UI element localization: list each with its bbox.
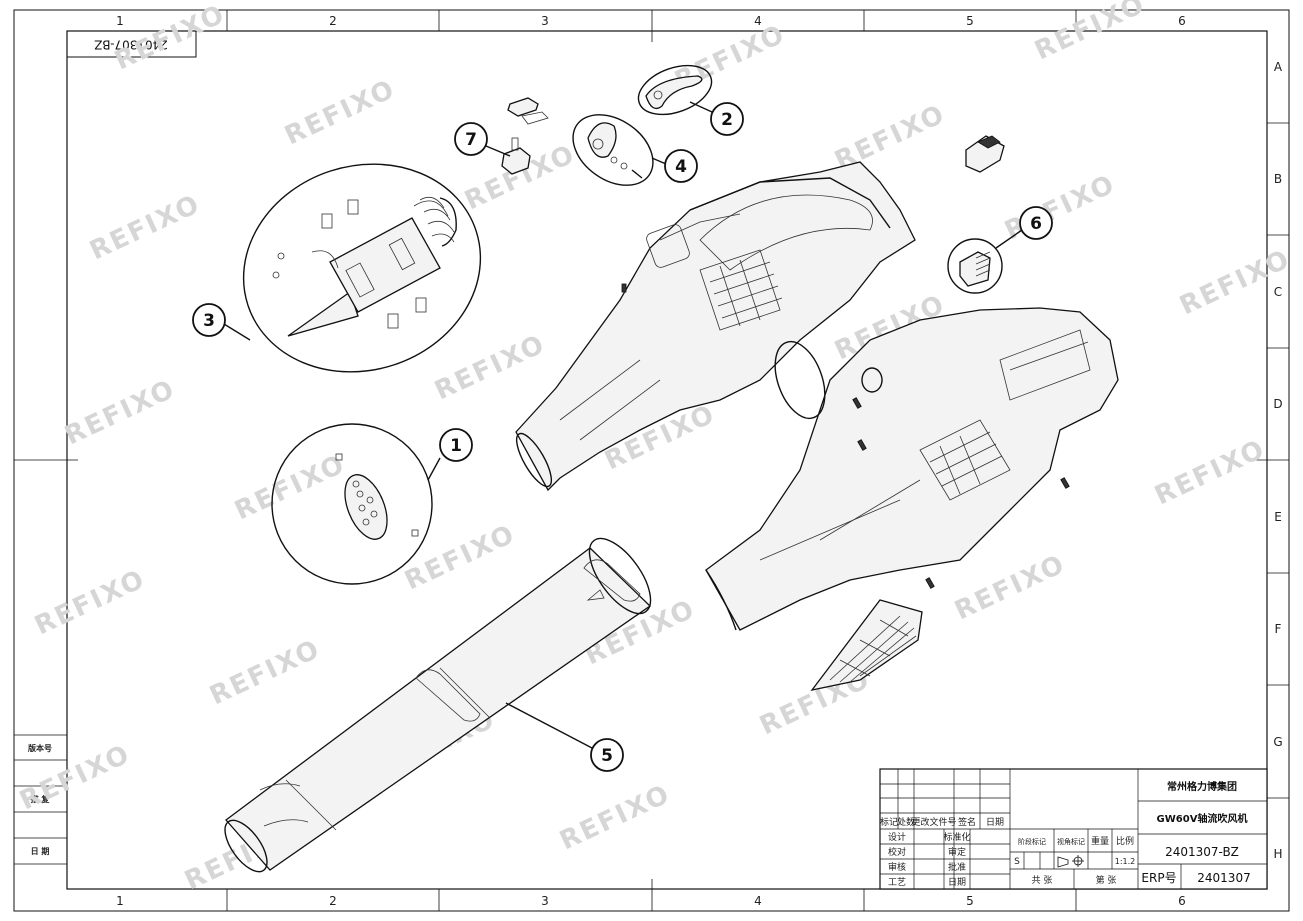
- drawing-number: 2401307-BZ: [1165, 845, 1239, 859]
- rev-header-count: 处数: [897, 816, 915, 828]
- housing-right-half: [705, 307, 1119, 631]
- callout-4: 4: [651, 149, 698, 183]
- erp-value: 2401307: [1197, 871, 1250, 885]
- role-review: 审核: [888, 861, 906, 873]
- col-label-6: 6: [1178, 14, 1186, 28]
- view-label: 视角标记: [1057, 837, 1085, 846]
- row-labels: A B C D E F G H: [1273, 60, 1283, 861]
- callout-3: 3: [192, 303, 251, 341]
- watermark: REFIXO: [950, 549, 1070, 626]
- callout-5-label: 5: [601, 746, 613, 766]
- callout-7-label: 7: [465, 130, 477, 150]
- callout-6-label: 6: [1030, 214, 1042, 234]
- scale-value: 1:1.2: [1115, 857, 1136, 866]
- part-1-rear-grille: [271, 423, 433, 585]
- stage-value: S: [1014, 857, 1020, 867]
- role-design: 设计: [888, 831, 906, 843]
- col-label-5: 5: [966, 14, 974, 28]
- corner-code-box: 2401307-BZ: [66, 30, 197, 58]
- row-label-a: A: [1274, 60, 1283, 74]
- callout-6: 6: [995, 206, 1053, 249]
- row-label-e: E: [1274, 510, 1282, 524]
- watermark: REFIXO: [280, 74, 400, 151]
- corner-code-text: 2401307-BZ: [94, 38, 168, 52]
- outer-frame: [13, 9, 1290, 912]
- company-name: 常州格力博集团: [1167, 780, 1237, 793]
- row-label-f: F: [1275, 622, 1282, 636]
- projection-symbol-icon: [1057, 855, 1084, 868]
- row-label-c: C: [1274, 285, 1282, 299]
- side-label-date: 日 期: [31, 846, 50, 856]
- part-3-fan-assembly: [242, 163, 482, 373]
- bottom-intake-grille: [810, 599, 923, 691]
- role-approve: 批准: [948, 861, 966, 873]
- callout-1: 1: [427, 428, 473, 481]
- top-column-grid: [14, 10, 1289, 911]
- row-label-h: H: [1273, 847, 1282, 861]
- col-label-2: 2: [329, 14, 337, 28]
- side-label-trace: 描 复: [31, 794, 51, 804]
- col-label-1: 1: [116, 14, 124, 28]
- callout-1-label: 1: [450, 436, 462, 456]
- callout-7: 7: [454, 122, 511, 157]
- watermark: REFIXO: [555, 779, 675, 856]
- housing-left-half: [515, 161, 916, 492]
- watermark: REFIXO: [1175, 244, 1295, 321]
- screws: [621, 283, 1070, 589]
- watermark: REFIXO: [85, 189, 205, 266]
- watermark: REFIXO: [205, 634, 325, 711]
- callout-2: 2: [689, 101, 744, 136]
- role-standard: 标准化: [943, 831, 970, 843]
- watermark: REFIXO: [1000, 169, 1120, 246]
- part-7-switch-module: [501, 97, 549, 175]
- col-label-3: 3: [541, 14, 549, 28]
- left-side-table: 版本号 描 复 日 期: [14, 734, 67, 865]
- callout-3-label: 3: [203, 311, 215, 331]
- role-check: 校对: [888, 846, 906, 858]
- sheet-number: 第 张: [1096, 874, 1117, 886]
- role-date: 日期: [948, 877, 966, 888]
- row-label-g: G: [1273, 735, 1282, 749]
- total-sheets: 共 张: [1032, 875, 1053, 886]
- col-label-bottom-1: 1: [116, 894, 124, 908]
- column-labels-top: 1 2 3 4 5 6: [116, 14, 1186, 28]
- col-label-bottom-5: 5: [966, 894, 974, 908]
- rev-header-sign: 签名: [958, 816, 976, 828]
- battery-release-button: [965, 135, 1005, 173]
- callout-5: 5: [505, 702, 624, 772]
- callout-2-label: 2: [721, 110, 733, 130]
- part-4-switch: [572, 114, 654, 186]
- weight-label: 重量: [1091, 835, 1109, 847]
- rev-header-doc: 更改文件号: [911, 816, 956, 828]
- role-process: 工艺: [888, 877, 906, 888]
- part-5-blower-tube: [224, 537, 652, 873]
- side-label-version: 版本号: [27, 743, 52, 753]
- col-label-4: 4: [754, 14, 762, 28]
- col-label-bottom-3: 3: [541, 894, 549, 908]
- watermarks: REFIXO REFIXO REFIXO REFIXO REFIXO REFIX…: [15, 0, 1295, 896]
- callout-4-label: 4: [675, 157, 687, 177]
- part-6-battery-latch: [947, 238, 1003, 294]
- col-label-bottom-4: 4: [754, 894, 762, 908]
- product-name: GW60V轴流吹风机: [1157, 812, 1248, 825]
- scale-label: 比例: [1116, 835, 1134, 847]
- watermark: REFIXO: [60, 374, 180, 451]
- row-label-d: D: [1273, 397, 1282, 411]
- rev-header-mark: 标记: [880, 816, 898, 828]
- erp-label: ERP号: [1141, 871, 1176, 885]
- part-2-trigger-lever: [637, 64, 713, 116]
- title-block: 标记 处数 更改文件号 签名 日期 设计 校对 审核 工艺 标准化 审定 批准 …: [879, 768, 1268, 890]
- col-label-bottom-6: 6: [1178, 894, 1186, 908]
- stage-label: 阶段标记: [1018, 837, 1046, 846]
- role-approve-check: 审定: [948, 846, 966, 858]
- row-label-b: B: [1274, 172, 1282, 186]
- col-label-bottom-2: 2: [329, 894, 337, 908]
- watermark: REFIXO: [1150, 434, 1270, 511]
- watermark: REFIXO: [430, 329, 550, 406]
- column-labels-bottom: 1 2 3 4 5 6: [116, 894, 1186, 908]
- rev-header-date: 日期: [986, 817, 1004, 828]
- watermark: REFIXO: [30, 564, 150, 641]
- watermark: REFIXO: [230, 449, 350, 526]
